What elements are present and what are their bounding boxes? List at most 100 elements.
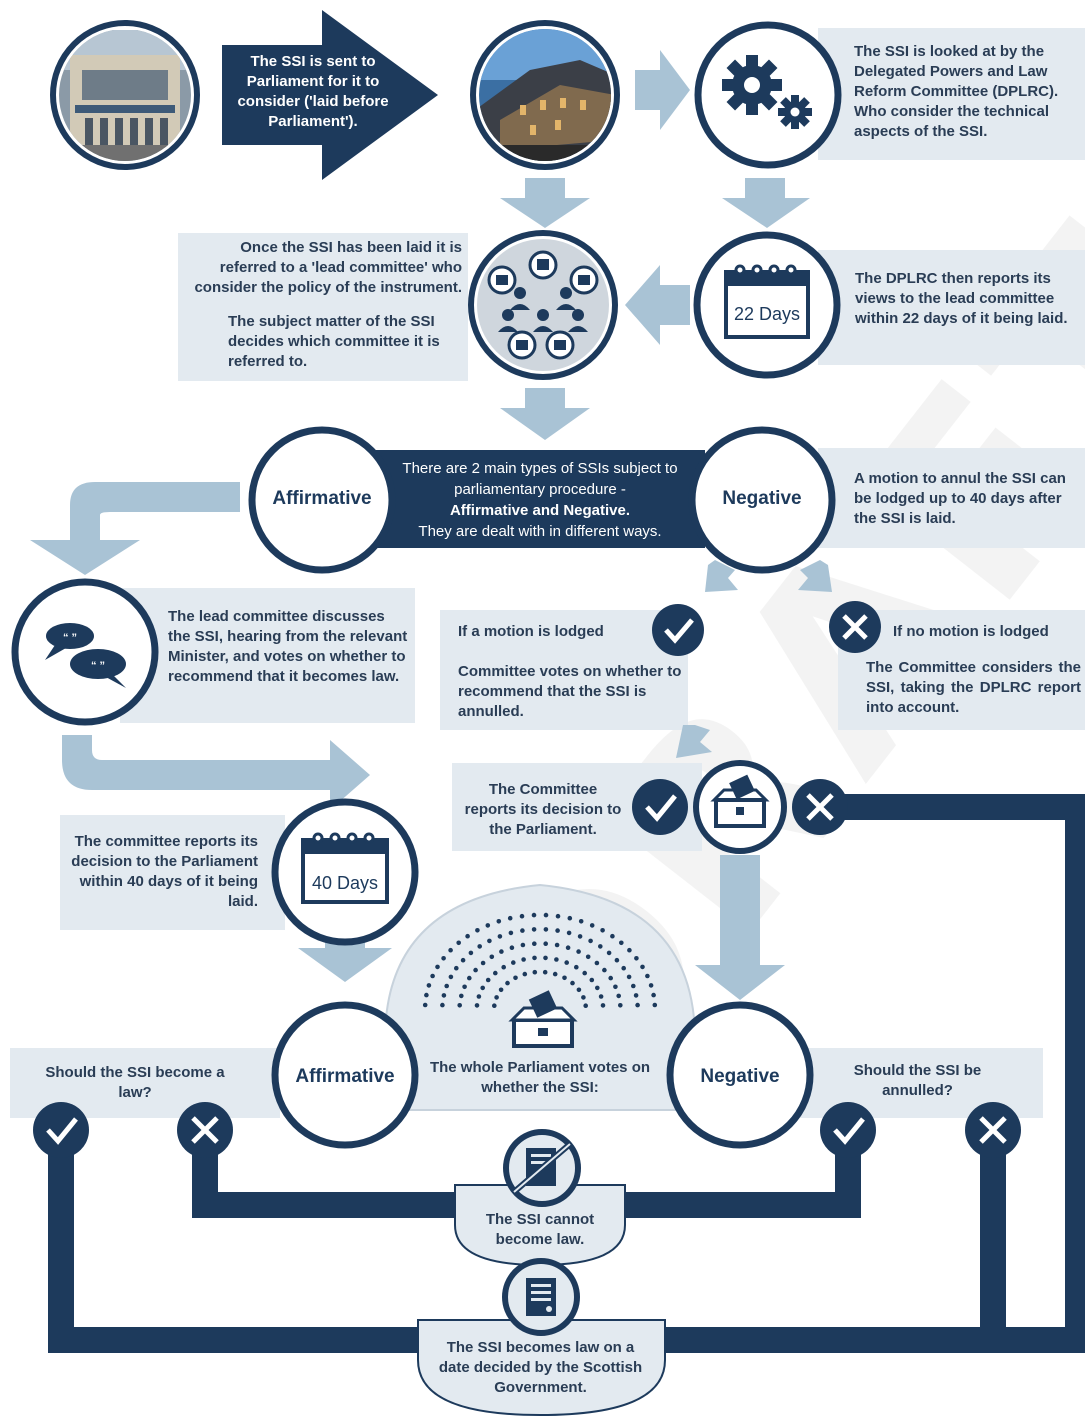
- cross-icon: [965, 1102, 1021, 1158]
- chamber-seat: [465, 933, 470, 939]
- chamber-seat: [459, 993, 464, 999]
- chamber-seat: [485, 923, 491, 928]
- motion-lodged-title: If a motion is lodged: [458, 623, 604, 640]
- check-icon: [652, 604, 704, 656]
- cross-icon: [829, 601, 881, 653]
- chamber-seat: [435, 964, 440, 970]
- chamber-seat: [564, 960, 569, 965]
- annulled-question: Should the SSI be annulled?: [853, 1062, 982, 1099]
- arrow-down-big: [695, 855, 785, 1000]
- chamber-seat: [499, 949, 504, 954]
- ballot-box-icon: [508, 990, 578, 1048]
- whole-parliament-text: The whole Parliament votes on whether th…: [429, 1059, 651, 1096]
- negative-bottom-circle: [666, 1001, 814, 1149]
- dplrc-look-box: [818, 28, 1085, 160]
- chamber-seat: [582, 970, 587, 976]
- chamber-seat: [577, 934, 583, 939]
- chamber-seat: [640, 964, 645, 970]
- affirmative-bottom-label: Affirmative: [295, 1066, 395, 1087]
- chamber-seat: [485, 977, 491, 983]
- chamber-seat: [531, 927, 537, 932]
- chamber-seat: [567, 915, 573, 921]
- no-motion-text: The Committee considers the SSI, taking …: [866, 659, 1081, 716]
- chamber-seat: [441, 993, 447, 998]
- lead-committee-text-2: The subject matter of the SSI decides wh…: [228, 313, 440, 370]
- chamber-seat: [602, 967, 607, 973]
- chamber-seat: [576, 987, 582, 993]
- cannot-become-law-text: The SSI cannot become law.: [485, 1211, 595, 1248]
- outcome-paths: [48, 794, 1085, 1353]
- chamber-seat: [496, 919, 502, 924]
- chamber-seat: [444, 983, 450, 989]
- check-icon: [632, 779, 688, 835]
- chamber-seat: [532, 941, 537, 946]
- chamber-seat: [519, 913, 525, 919]
- motion-lodged-text: Committee votes on whether to recommend …: [458, 663, 682, 720]
- chamber-seat: [565, 945, 571, 950]
- dplrc-report-box: [818, 250, 1085, 365]
- chamber-seat: [543, 912, 549, 918]
- gears-icon: [694, 21, 842, 169]
- chamber-seat: [600, 928, 605, 933]
- arrow-right-top: [635, 50, 690, 130]
- chamber-seat: [493, 970, 498, 976]
- chamber-seat: [521, 957, 526, 962]
- cross-icon: [792, 779, 848, 835]
- chamber-seat: [594, 960, 600, 966]
- chamber-seat: [513, 975, 518, 981]
- lead-committee-text-1: Once the SSI has been laid it is referre…: [194, 239, 462, 296]
- chamber-seat: [505, 980, 510, 986]
- arrow-neg-right: [798, 560, 832, 592]
- negative-top-label: Negative: [722, 488, 802, 509]
- chamber-seat: [467, 975, 472, 981]
- chamber-seat: [613, 984, 618, 990]
- chamber-seat: [498, 987, 504, 993]
- chamber-seat: [581, 995, 586, 1000]
- types-text: There are 2 main types of SSIs subject t…: [392, 458, 688, 542]
- document-icon: [502, 1258, 580, 1336]
- affirmative-bottom-circle: [271, 1001, 419, 1149]
- chamber-seat: [531, 912, 537, 918]
- chamber-seat: [532, 955, 537, 961]
- committee-40-box: [60, 815, 285, 930]
- chamber-seat: [430, 973, 435, 979]
- arrow-left-mid: [625, 265, 690, 345]
- chamber-seat: [600, 1003, 606, 1008]
- chamber-seat: [454, 965, 459, 971]
- lead-discuss-box: [120, 588, 415, 723]
- types-intro: There are 2 main types of SSIs subject t…: [402, 460, 678, 498]
- chamber-seat: [543, 927, 549, 932]
- chamber-seat: [606, 950, 612, 956]
- committee-40-text: The committee reports its decision to th…: [71, 833, 258, 910]
- sent-arrow: [222, 10, 438, 180]
- chamber-seat: [440, 1002, 445, 1008]
- chamber-seat: [460, 957, 466, 963]
- chamber-seat: [652, 1002, 658, 1008]
- become-law-question: Should the SSI become a law?: [45, 1064, 225, 1101]
- ballot-box-icon: [693, 760, 787, 854]
- chamber-seat: [509, 945, 515, 950]
- speech-bubbles-icon: “ ” “ ”: [11, 578, 159, 726]
- chamber-seats-icon: [422, 912, 658, 1008]
- chamber-seat: [608, 975, 613, 981]
- chamber-seat: [555, 913, 561, 919]
- arrow-motion-down: [676, 725, 712, 758]
- parliament-photo-icon: [470, 20, 620, 170]
- chamber-seat: [522, 971, 528, 977]
- chamber-seat: [554, 957, 559, 962]
- chamber-seat: [634, 956, 639, 961]
- people-network-icon: [468, 230, 618, 380]
- chamber-seat: [441, 956, 446, 961]
- chamber-seat: [619, 940, 624, 946]
- types-names: Affirmative and Negative.: [449, 502, 631, 519]
- chamber-seat: [552, 971, 558, 977]
- days-40-label: 40 Days: [311, 873, 379, 893]
- cross-icon: [177, 1102, 233, 1158]
- chamber-seat: [532, 969, 538, 975]
- chamber-seat: [598, 994, 604, 999]
- lead-committee-box: [178, 233, 468, 381]
- dplrc-report-text: The DPLRC then reports its views to the …: [855, 270, 1068, 327]
- chamber-seat: [508, 930, 514, 936]
- svg-text:“ ”: “ ”: [91, 660, 105, 672]
- arrow-down-3: [500, 388, 590, 440]
